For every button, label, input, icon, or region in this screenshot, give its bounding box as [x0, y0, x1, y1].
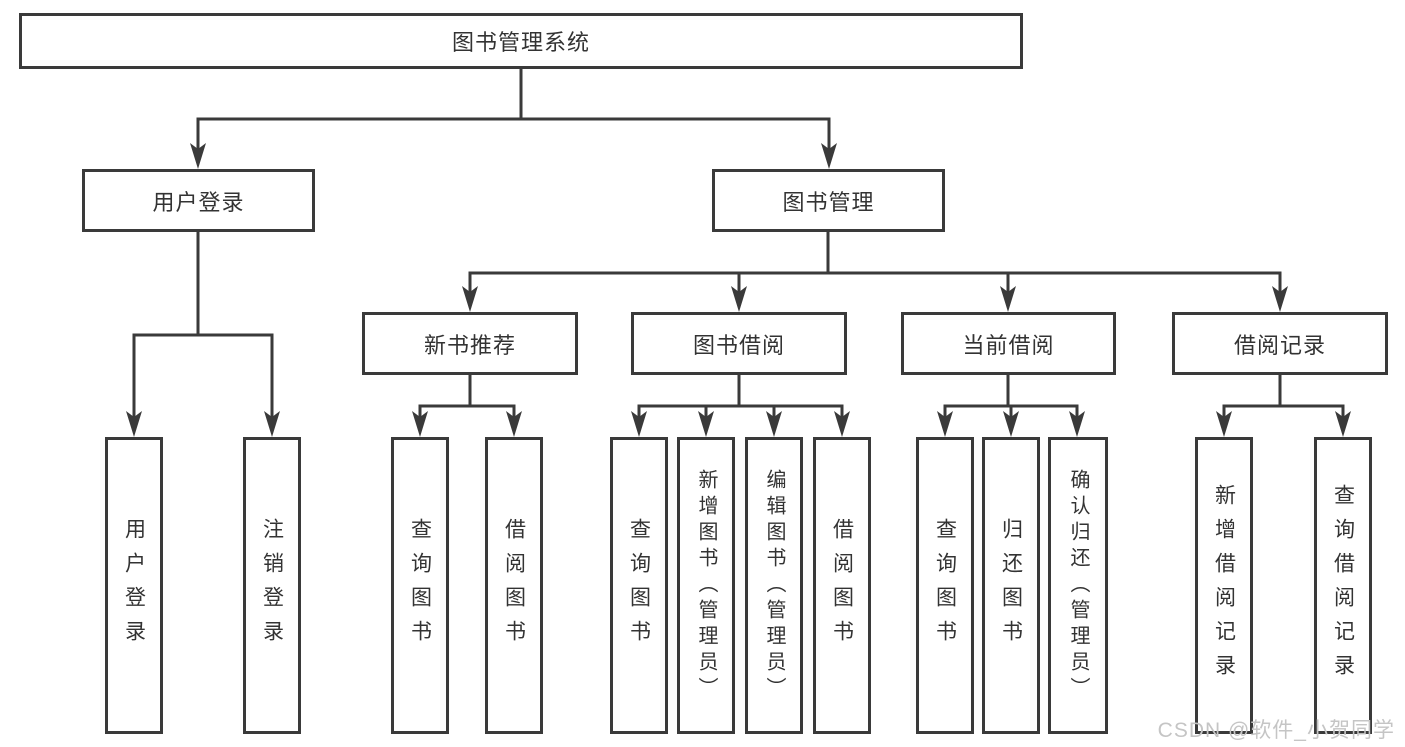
node-label: 图书借阅 — [692, 332, 785, 358]
arrowhead-cb-confirm — [1069, 411, 1085, 437]
leaf-label: 新增借阅记录 — [1212, 483, 1236, 688]
arrowhead-book-borrow — [731, 286, 747, 312]
node-label: 借阅记录 — [1233, 332, 1326, 358]
arrowhead-cb-query — [937, 411, 953, 437]
connector-new-books — [418, 375, 516, 417]
node-current-borrowing: 当前借阅 — [901, 312, 1116, 375]
node-user-login: 用户登录 — [82, 169, 315, 232]
leaf-bb-add-books-admin: 新增图书（管理员） — [677, 437, 735, 734]
leaf-label: 归还图书 — [999, 517, 1023, 654]
leaf-user-login: 用户登录 — [105, 437, 163, 734]
arrowhead-bb-add — [698, 411, 714, 437]
connector-cur-borrow — [943, 375, 1079, 417]
arrowhead-nb-borrow — [506, 411, 522, 437]
connector-book-borrow — [637, 375, 844, 417]
node-label: 新书推荐 — [423, 332, 516, 358]
arrowhead-cb-return — [1003, 411, 1019, 437]
arrowhead-br-add — [1216, 411, 1232, 437]
leaf-label: 新增图书（管理员） — [695, 468, 717, 703]
leaf-nb-query-books: 查询图书 — [391, 437, 449, 734]
leaf-cb-query-books: 查询图书 — [916, 437, 974, 734]
leaf-label: 注销登录 — [260, 517, 284, 654]
leaf-label: 编辑图书（管理员） — [763, 468, 785, 703]
node-label: 图书管理 — [782, 189, 875, 215]
node-book-management: 图书管理 — [712, 169, 945, 232]
leaf-label: 查询图书 — [933, 517, 957, 654]
arrowhead-logout — [264, 411, 280, 437]
leaf-label: 查询图书 — [627, 517, 651, 654]
leaf-label: 查询借阅记录 — [1331, 483, 1355, 688]
arrowhead-borrow-rec — [1272, 286, 1288, 312]
connector-borrow-rec — [1222, 375, 1345, 417]
arrowhead-nb-query — [412, 411, 428, 437]
leaf-label: 借阅图书 — [502, 517, 526, 654]
leaf-br-add-record: 新增借阅记录 — [1195, 437, 1253, 734]
node-borrowing-records: 借阅记录 — [1172, 312, 1388, 375]
arrowhead-bb-query — [631, 411, 647, 437]
arrowhead-br-query — [1335, 411, 1351, 437]
node-label: 当前借阅 — [962, 332, 1055, 358]
arrowhead-cur-borrow — [1000, 286, 1016, 312]
leaf-bb-borrow-books: 借阅图书 — [813, 437, 871, 734]
node-label: 用户登录 — [152, 189, 245, 215]
connector-user-login — [132, 232, 274, 417]
arrowhead-new-books — [462, 286, 478, 312]
leaf-cb-return-books: 归还图书 — [982, 437, 1040, 734]
connector-book-mgmt — [468, 232, 1282, 292]
leaf-nb-borrow-books: 借阅图书 — [485, 437, 543, 734]
arrowhead-book-mgmt — [821, 143, 837, 169]
csdn-watermark: CSDN @软件_小贺同学 — [1157, 719, 1395, 742]
leaf-label: 确认归还（管理员） — [1067, 468, 1089, 703]
connector-root — [196, 69, 831, 149]
arrowhead-login — [126, 411, 142, 437]
leaf-bb-query-books: 查询图书 — [610, 437, 668, 734]
leaf-br-query-record: 查询借阅记录 — [1314, 437, 1372, 734]
node-system-root: 图书管理系统 — [19, 13, 1023, 69]
arrowhead-bb-borrow — [834, 411, 850, 437]
leaf-cb-confirm-return-admin: 确认归还（管理员） — [1048, 437, 1108, 734]
node-label: 图书管理系统 — [451, 30, 590, 55]
node-book-borrowing: 图书借阅 — [631, 312, 847, 375]
arrowhead-bb-edit — [766, 411, 782, 437]
leaf-label: 用户登录 — [122, 517, 146, 654]
leaf-label: 查询图书 — [408, 517, 432, 654]
leaf-logout: 注销登录 — [243, 437, 301, 734]
node-new-book-recommend: 新书推荐 — [362, 312, 578, 375]
leaf-bb-edit-books-admin: 编辑图书（管理员） — [745, 437, 803, 734]
leaf-label: 借阅图书 — [830, 517, 854, 654]
arrowhead-user-login — [190, 143, 206, 169]
